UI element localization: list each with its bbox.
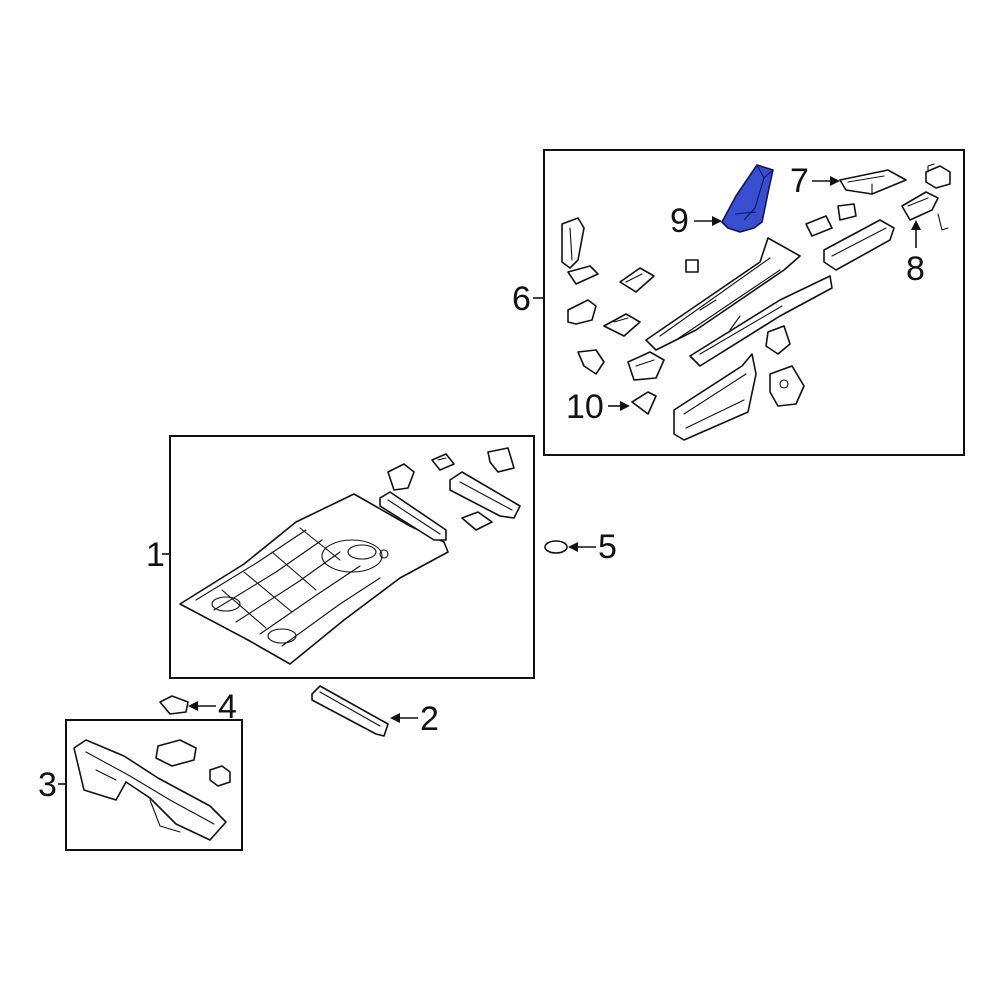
- small-cube-t: [209, 765, 231, 787]
- callout-1: 1: [146, 536, 165, 574]
- part-5-grommet[interactable]: [544, 540, 568, 554]
- small-bracket-i: [837, 203, 857, 221]
- crossmember-q: [449, 471, 521, 519]
- callout-5: 5: [598, 528, 617, 566]
- arrow-10: [620, 401, 630, 411]
- callout-8: 8: [906, 250, 925, 288]
- arrow-9: [712, 216, 722, 226]
- small-bracket-e: [603, 313, 641, 337]
- reinforcement-j: [823, 219, 895, 271]
- left-pillar-bracket: [561, 217, 585, 269]
- part-7-bracket[interactable]: [839, 169, 907, 195]
- part-8-bracket[interactable]: [901, 191, 939, 221]
- callout-10: 10: [566, 388, 604, 426]
- small-bracket-b: [619, 267, 655, 293]
- small-clip-top-right: [925, 163, 951, 189]
- bracket-k: [765, 325, 791, 355]
- callout-6: 6: [512, 280, 531, 318]
- arrow-8: [911, 220, 921, 230]
- part-9-highlighted[interactable]: [721, 164, 774, 233]
- small-pin-part: [937, 213, 949, 231]
- curved-piece-o: [487, 447, 515, 473]
- long-rail-right: [689, 275, 833, 367]
- callout-2: 2: [420, 700, 439, 738]
- small-bracket-h: [805, 215, 833, 237]
- crossmember-p: [379, 491, 447, 541]
- group-3-box: [65, 719, 243, 851]
- part-3-tunnel-reinforcement[interactable]: [73, 739, 227, 841]
- small-plate-c: [685, 259, 699, 273]
- arrow-2: [390, 713, 400, 723]
- part-2-crossmember[interactable]: [311, 685, 389, 737]
- callout-3: 3: [38, 766, 57, 804]
- part-10-bracket[interactable]: [631, 391, 657, 415]
- bracket-l: [769, 365, 805, 407]
- small-bracket-a: [567, 265, 599, 285]
- part-4-plug[interactable]: [159, 695, 189, 715]
- arrow-7: [830, 176, 840, 186]
- small-plate-n: [431, 453, 455, 471]
- clip-f: [577, 349, 605, 375]
- small-block-s: [155, 739, 197, 767]
- long-rail-center: [645, 237, 801, 351]
- group-1-box: [169, 435, 535, 679]
- group-6-box: [543, 149, 965, 456]
- sill-lower: [673, 353, 757, 441]
- callout-4: 4: [218, 688, 237, 726]
- small-bracket-r: [461, 511, 493, 531]
- bracket-g: [627, 351, 665, 381]
- small-bracket-m: [387, 463, 415, 491]
- callout-7: 7: [790, 162, 809, 200]
- callout-9: 9: [670, 202, 689, 240]
- curved-bracket-d: [567, 299, 597, 325]
- arrow-5: [568, 542, 578, 552]
- part-1-floor-pan[interactable]: [179, 493, 449, 665]
- arrow-4: [188, 701, 198, 711]
